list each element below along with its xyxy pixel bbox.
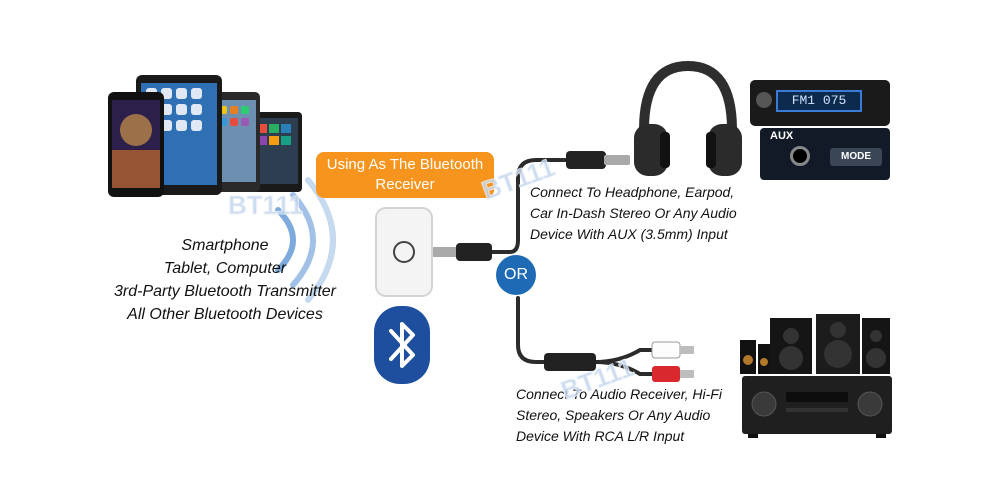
bluetooth-icon <box>374 306 430 384</box>
receiver-label-line: Receiver <box>375 176 435 193</box>
source-device-line: Smartphone <box>181 237 269 254</box>
av-receiver-illustration <box>742 376 892 438</box>
car-stereo-display: FM1 075 <box>776 90 862 112</box>
source-device-line: 3rd-Party Bluetooth Transmitter <box>113 283 336 300</box>
watermark: BT111 <box>228 190 303 220</box>
aux-jack-icon <box>790 146 810 166</box>
aux-panel-illustration: AUX MODE <box>760 128 890 180</box>
watermark: BT111 <box>478 152 559 206</box>
receiver-label-line: Using As The Bluetooth <box>326 156 484 173</box>
aux-caption-line: Device With AUX (3.5mm) Input <box>530 226 728 242</box>
rca-caption-line: Device With RCA L/R Input <box>516 428 685 444</box>
car-stereo-knob <box>756 92 772 108</box>
car-stereo-illustration: FM1 075 <box>750 80 890 126</box>
bluetooth-receiver-device <box>375 207 433 297</box>
aux-panel-label: AUX <box>770 130 794 142</box>
aux-plug-left-illustration <box>432 243 492 261</box>
watermark: BT111 <box>557 352 638 406</box>
rca-caption-line: Stereo, Speakers Or Any Audio <box>516 407 711 423</box>
headphones-illustration <box>634 60 742 176</box>
or-badge: OR <box>496 255 536 295</box>
aux-caption-line: Connect To Headphone, Earpod, <box>530 184 735 200</box>
receiver-label: Using As The Bluetooth Receiver <box>316 152 494 198</box>
source-devices-caption: Smartphone Tablet, Computer 3rd-Party Bl… <box>80 234 370 326</box>
mode-button: MODE <box>830 148 882 166</box>
rca-output-caption: Connect To Audio Receiver, Hi-Fi Stereo,… <box>516 384 756 447</box>
windows-tablet-illustration <box>250 112 302 192</box>
speakers-illustration <box>740 314 890 374</box>
aux-plug-right-illustration <box>566 151 630 169</box>
smartphone-illustration <box>108 92 164 197</box>
aux-output-caption: Connect To Headphone, Earpod, Car In-Das… <box>530 182 780 245</box>
source-device-line: All Other Bluetooth Devices <box>127 306 323 323</box>
rca-plug-illustration <box>544 341 694 382</box>
rca-caption-line: Connect To Audio Receiver, Hi-Fi <box>516 386 722 402</box>
aux-caption-line: Car In-Dash Stereo Or Any Audio <box>530 205 737 221</box>
source-devices-illustration <box>108 75 302 197</box>
source-device-line: Tablet, Computer <box>163 260 287 277</box>
